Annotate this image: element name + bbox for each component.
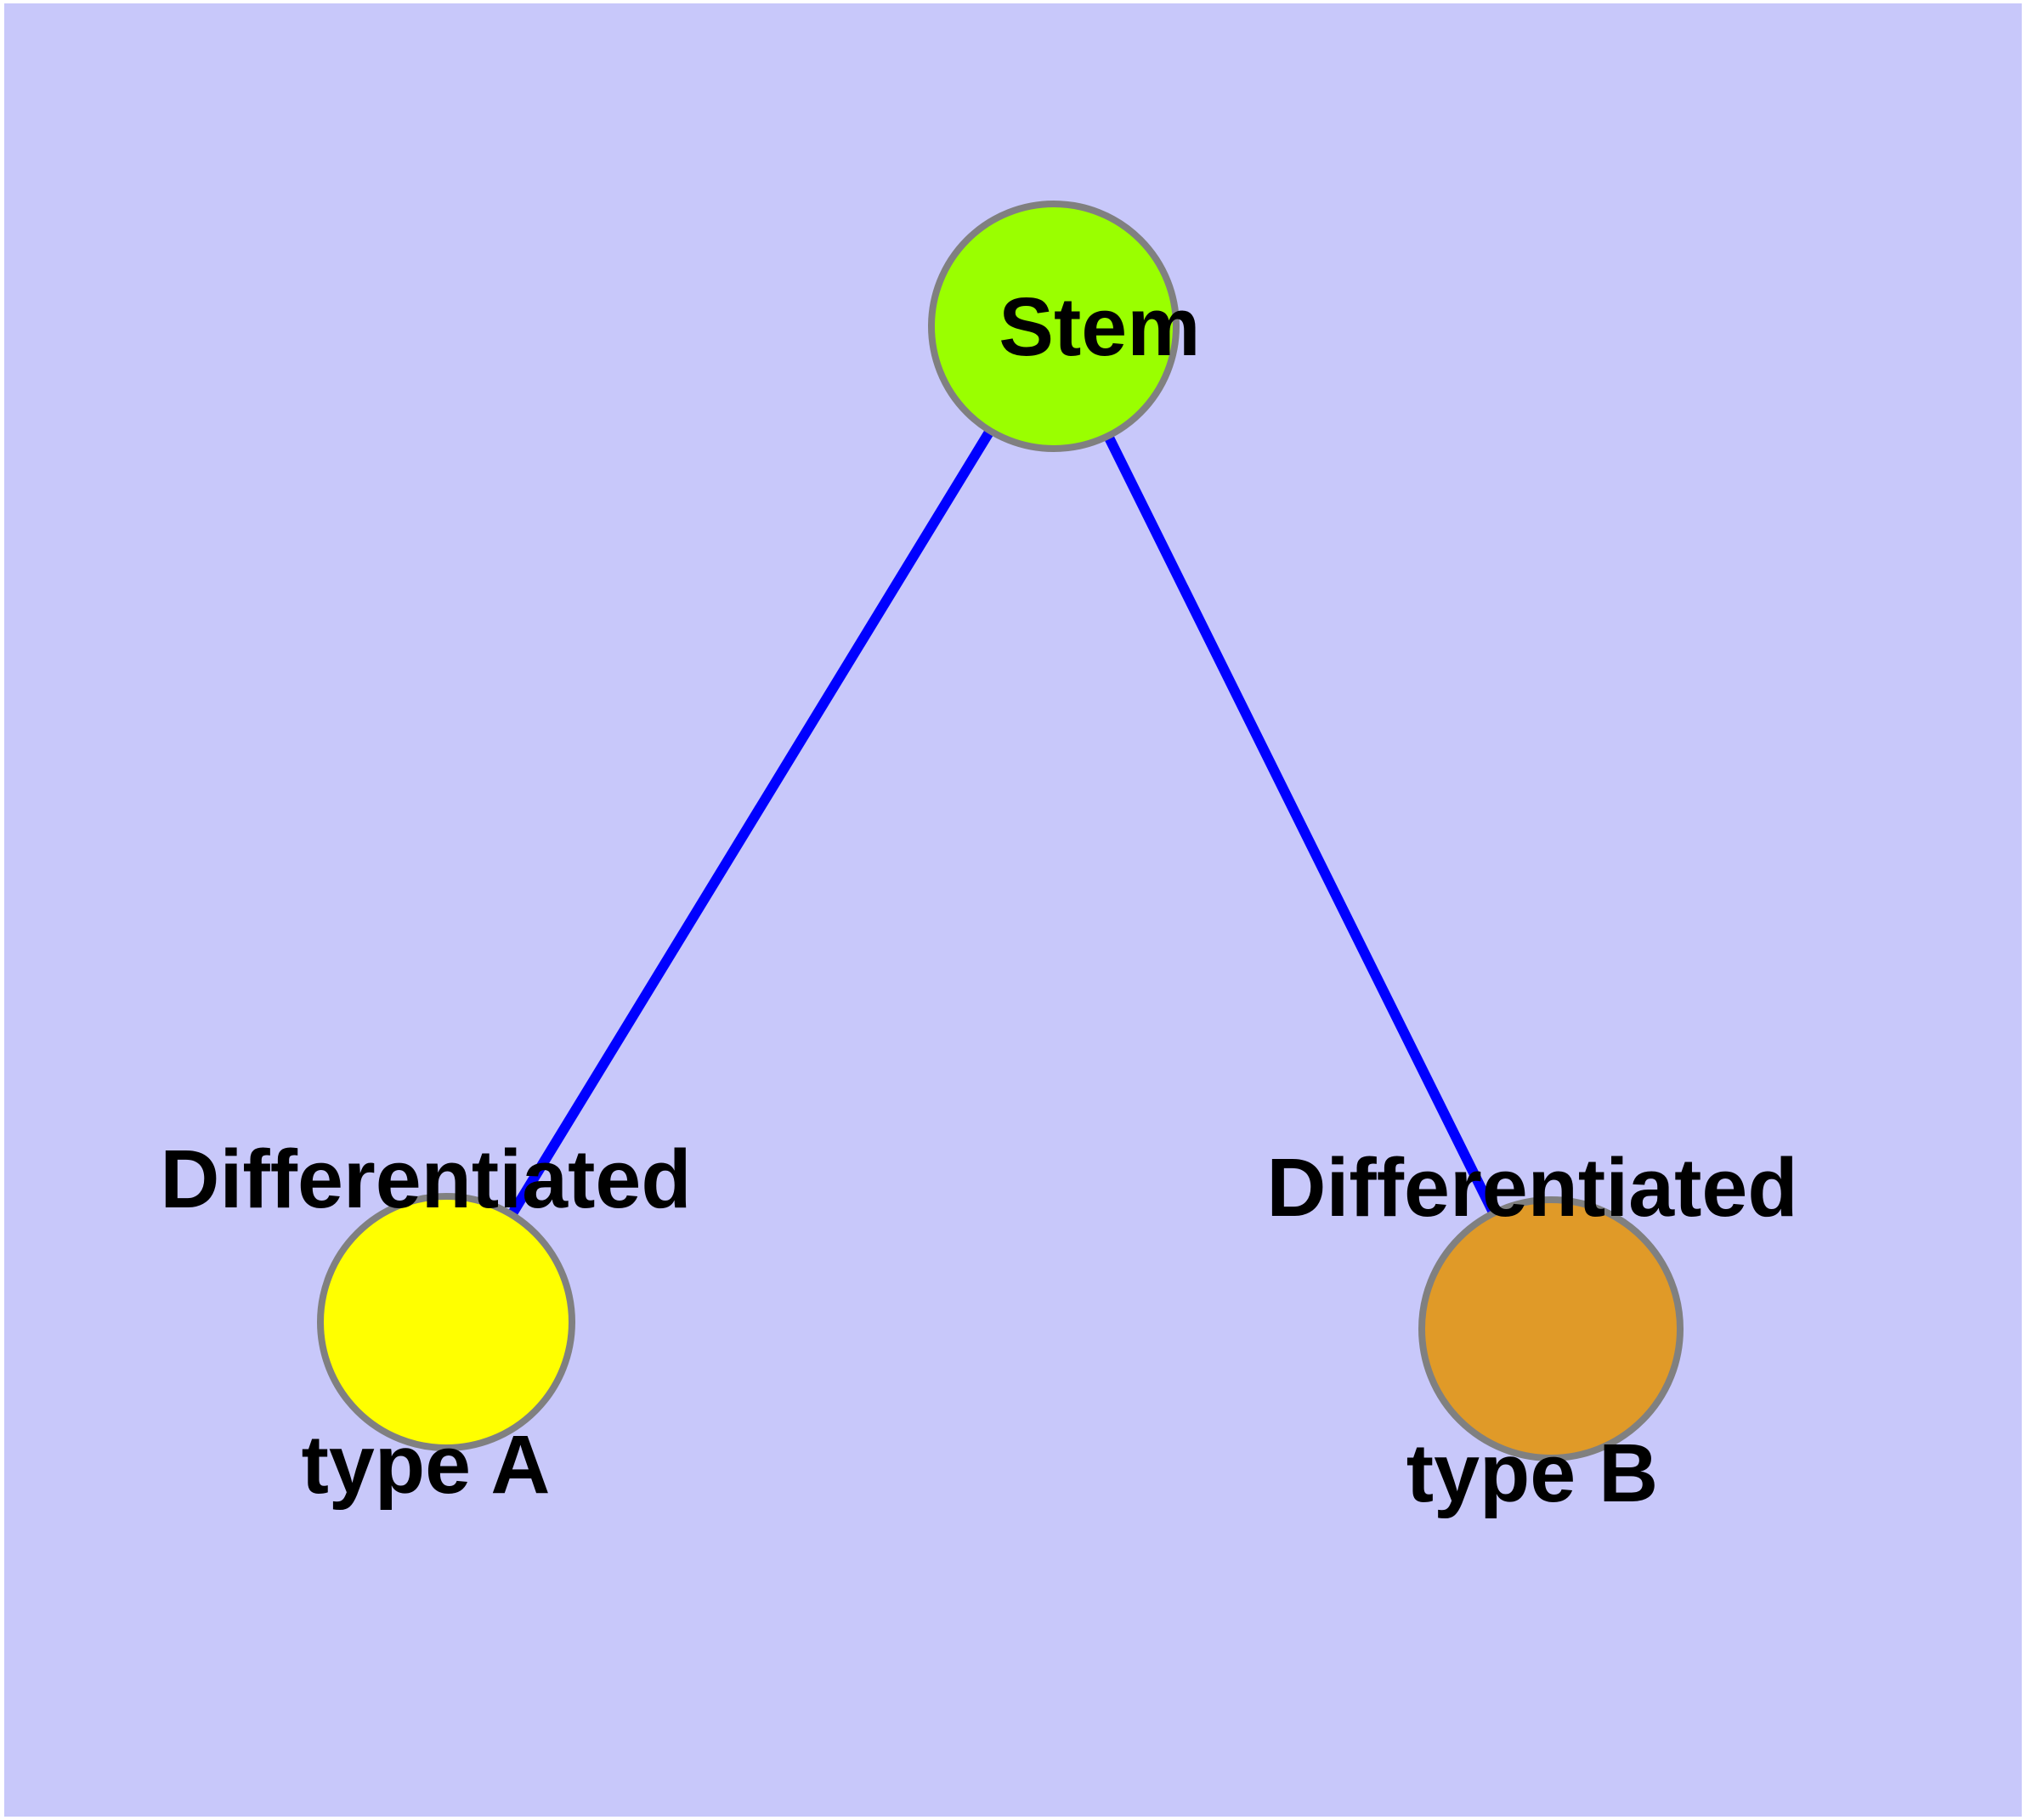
graph-svg [317,201,1684,1461]
edge-stem-to-type-b[interactable] [1104,433,1497,1216]
node-differentiated-type-b[interactable] [1418,1196,1684,1461]
node-differentiated-type-a[interactable] [317,1193,575,1451]
node-layer [317,201,1684,1461]
node-stem[interactable] [928,201,1180,452]
edge-stem-to-type-a[interactable] [508,428,993,1218]
edge-layer [508,428,1497,1218]
